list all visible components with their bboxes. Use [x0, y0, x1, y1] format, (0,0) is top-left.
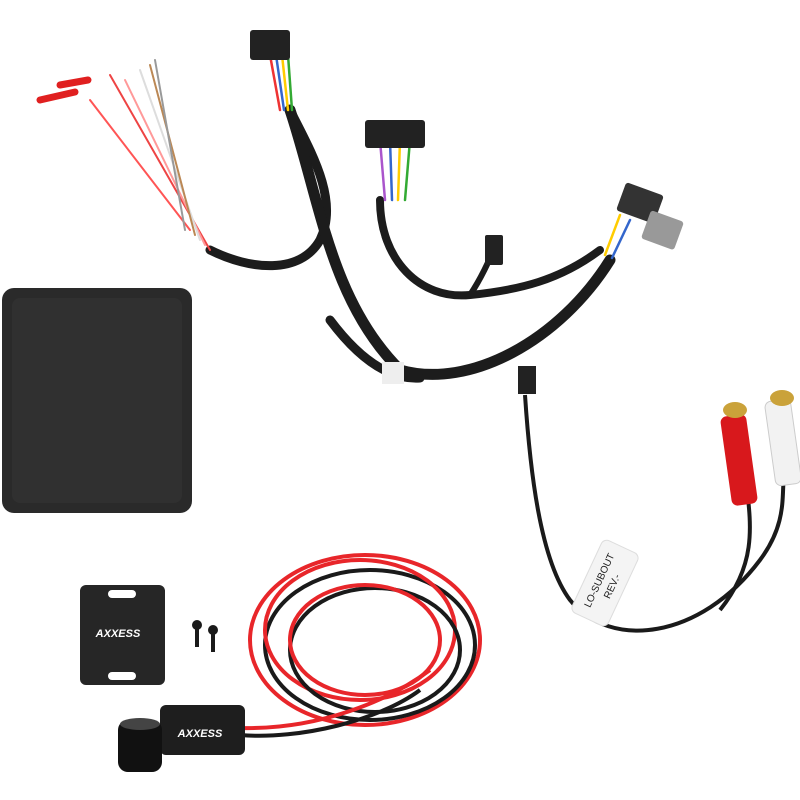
subout-connector — [518, 366, 536, 394]
bracket-logo: AXXESS — [95, 628, 141, 640]
knob-logo: AXXESS — [177, 728, 223, 740]
bass-knob-remote: AXXESS — [118, 705, 245, 772]
cable-label-tag: LO-SUBOUT REV.- — [571, 539, 639, 627]
connector-middle — [365, 120, 425, 148]
rca-white-plug — [764, 390, 800, 487]
rca-red-plug — [720, 402, 758, 506]
harness-tag — [382, 362, 404, 384]
connector-small — [485, 235, 503, 265]
mounting-bracket: AXXESS — [80, 585, 165, 685]
remote-wire-bundle — [239, 553, 482, 738]
wiring-harness — [36, 53, 632, 383]
connector-right-gray — [641, 210, 684, 250]
screws — [192, 620, 218, 652]
connector-top — [250, 30, 290, 60]
